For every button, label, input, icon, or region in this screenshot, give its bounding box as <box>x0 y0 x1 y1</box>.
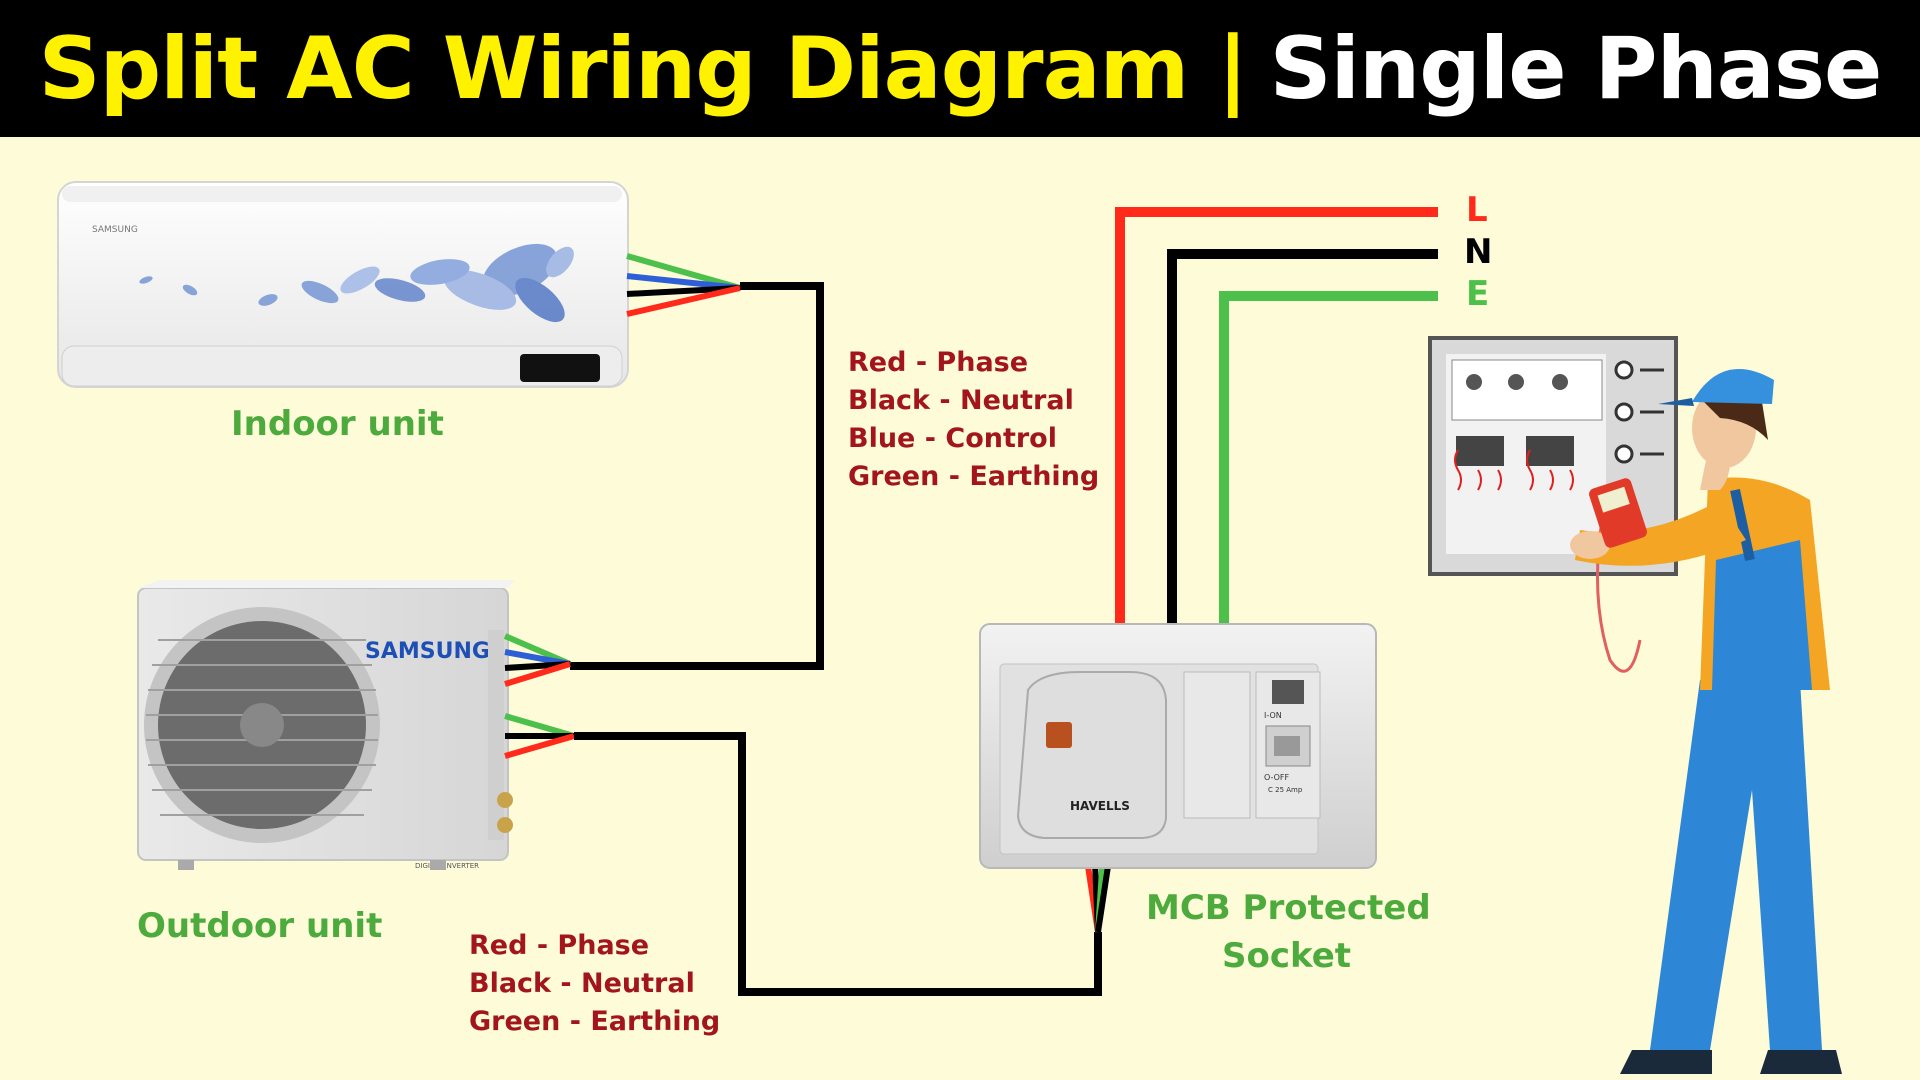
floral-pattern <box>139 243 574 323</box>
outdoor-unit-label: Outdoor unit <box>137 906 383 946</box>
legend-bottom-item: Green - Earthing <box>469 1006 721 1037</box>
indoor-unit: SAMSUNG <box>57 181 629 388</box>
legend-top-item: Red - Phase <box>848 347 1029 378</box>
supply-line-E <box>1219 291 1438 624</box>
title-part1: Split AC Wiring Diagram | <box>38 18 1249 119</box>
legend-bottom-item: Black - Neutral <box>469 968 695 999</box>
legend-bottom-item: Red - Phase <box>469 930 650 961</box>
supply-label-N: N <box>1464 232 1493 272</box>
outdoor-wire-fan-bottom <box>504 713 575 759</box>
technician-illustration <box>1570 369 1842 1074</box>
title-part2: Single Phase <box>1269 18 1883 119</box>
mcb-socket: HAVELLS I-ON O-OFF C 25 Amp <box>979 623 1377 869</box>
indoor-unit-label: Indoor unit <box>231 404 444 444</box>
indoor-wire-fan <box>626 253 741 317</box>
indoor-brand: SAMSUNG <box>92 225 138 235</box>
indoor-outdoor-cable <box>570 282 824 670</box>
legend-top-item: Green - Earthing <box>848 461 1100 492</box>
mcb-rating-text: C 25 Amp <box>1268 786 1303 794</box>
plug-brand: HAVELLS <box>1070 799 1130 813</box>
supply-label-L: L <box>1466 190 1488 230</box>
mcb-on-text: I-ON <box>1264 711 1282 720</box>
title-banner: Split AC Wiring Diagram | Single Phase <box>0 0 1920 137</box>
outdoor-model-text: DIGITAL INVERTER <box>415 862 479 870</box>
supply-label-E: E <box>1466 274 1490 314</box>
supply-line-N <box>1167 249 1438 624</box>
socket-label-line1: MCB Protected <box>1146 888 1431 928</box>
supply-line-L <box>1115 207 1438 624</box>
outdoor-unit: SAMSUNG DIGITAL INVERTER <box>137 580 515 870</box>
outdoor-socket-cable <box>574 732 1102 996</box>
outdoor-brand: SAMSUNG <box>365 639 490 664</box>
mcb-off-text: O-OFF <box>1264 773 1290 782</box>
legend-top-item: Blue - Control <box>848 423 1057 454</box>
legend-top-item: Black - Neutral <box>848 385 1074 416</box>
outdoor-wire-fan-top <box>503 633 572 687</box>
socket-label-line2: Socket <box>1222 936 1352 976</box>
